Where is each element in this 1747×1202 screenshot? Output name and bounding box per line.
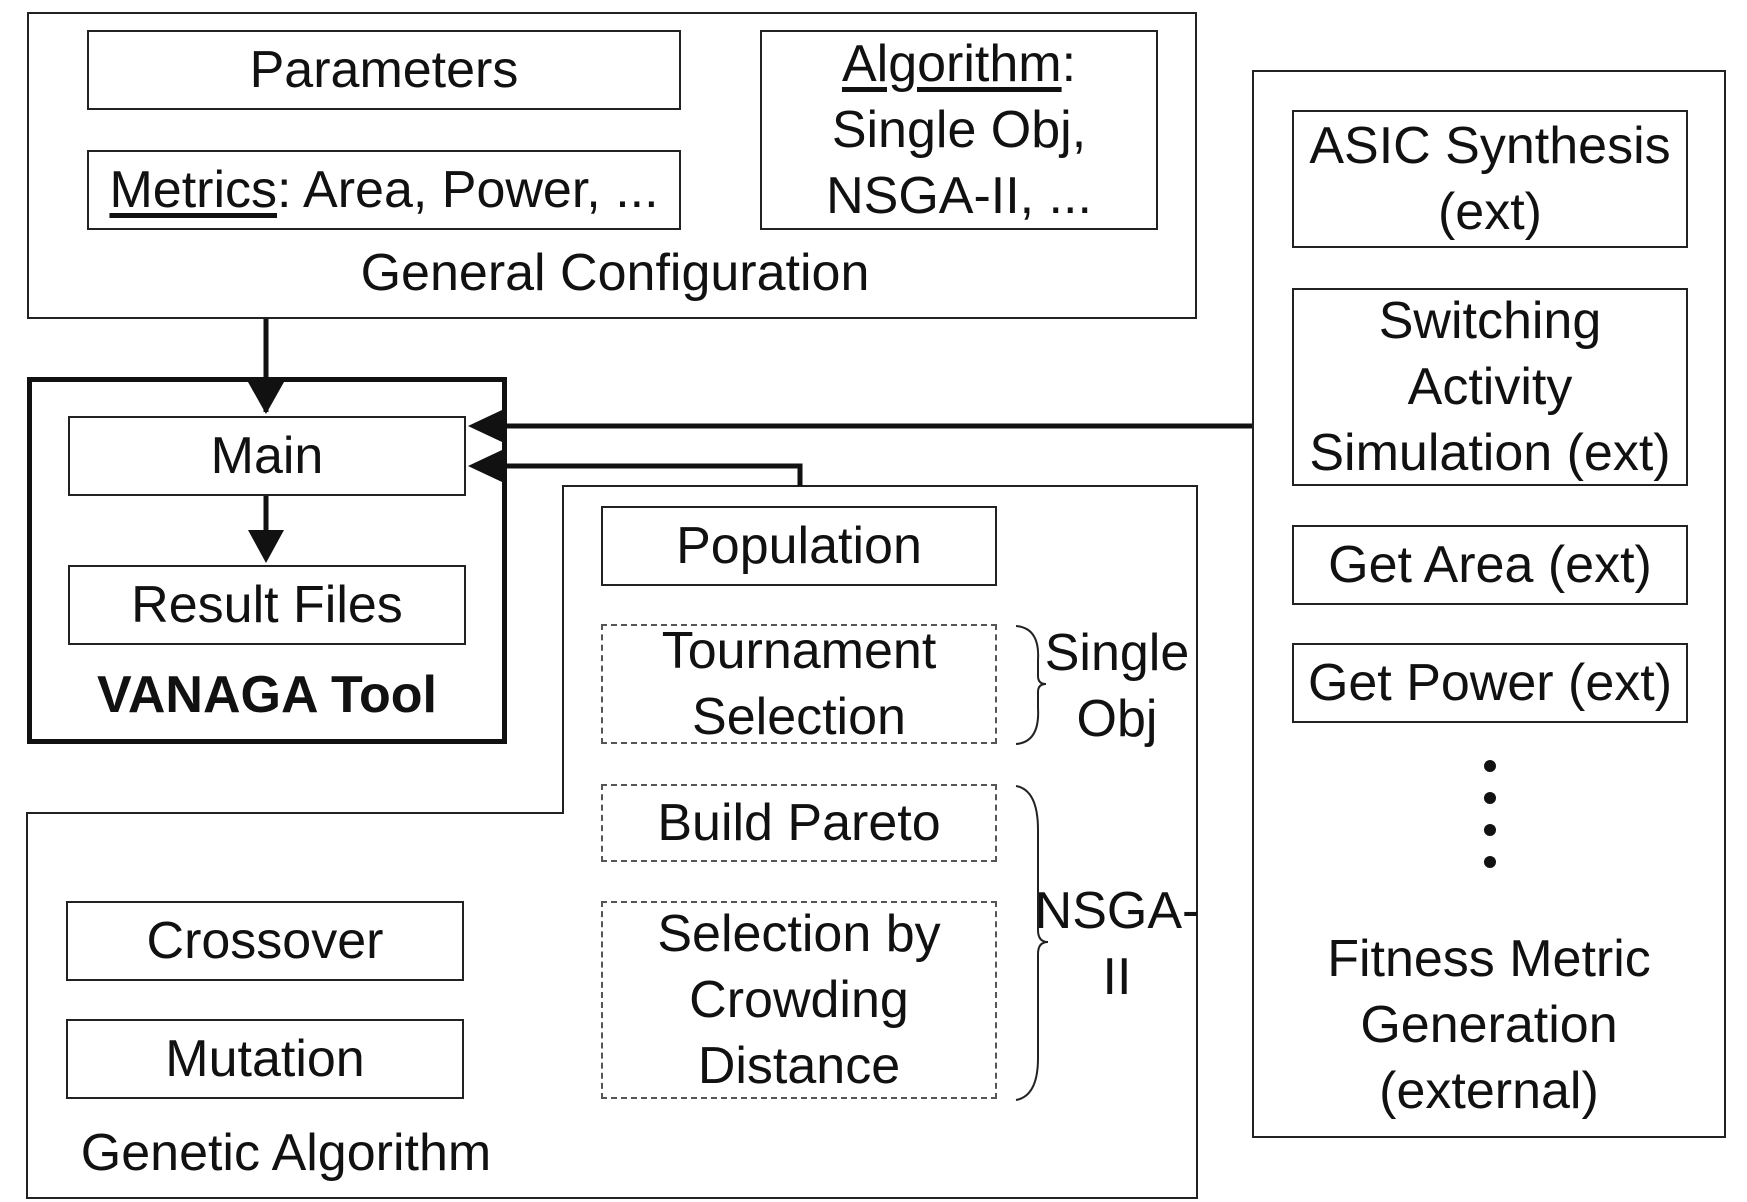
fitness-metric-title: Fitness Metric Generation (external) bbox=[1327, 930, 1651, 1120]
arrow-ga-to-main bbox=[498, 463, 803, 486]
main-box: Main bbox=[68, 416, 466, 496]
tournament-selection-box: Tournament Selection bbox=[601, 622, 997, 746]
metrics-label: Metrics: Area, Power, ... bbox=[109, 161, 659, 219]
crossover-label: Crossover bbox=[146, 912, 384, 970]
metrics-box: Metrics: Area, Power, ... bbox=[87, 150, 681, 230]
switching-activity-box: Switching Activity Simulation (ext) bbox=[1292, 288, 1688, 486]
algorithm-option-single-obj: Single Obj, bbox=[831, 101, 1087, 159]
single-obj-label: Single Obj bbox=[1044, 624, 1190, 748]
mutation-label: Mutation bbox=[165, 1030, 365, 1088]
get-area-label: Get Area (ext) bbox=[1328, 536, 1652, 594]
result-files-label: Result Files bbox=[131, 576, 403, 634]
nsga-label: NSGA- II bbox=[1034, 882, 1200, 1006]
tournament-selection-label: Tournament Selection bbox=[661, 622, 937, 746]
vanaga-tool-title: VANAGA Tool bbox=[97, 666, 437, 724]
result-files-box: Result Files bbox=[68, 565, 466, 645]
genetic-algorithm-title: Genetic Algorithm bbox=[80, 1124, 492, 1182]
main-label: Main bbox=[210, 427, 324, 485]
mutation-box: Mutation bbox=[66, 1019, 464, 1099]
crossover-box: Crossover bbox=[66, 901, 464, 981]
asic-synthesis-label: ASIC Synthesis (ext) bbox=[1309, 117, 1671, 241]
build-pareto-label: Build Pareto bbox=[657, 794, 941, 852]
parameters-label: Parameters bbox=[249, 41, 519, 99]
parameters-box: Parameters bbox=[87, 30, 681, 110]
algorithm-label: Algorithm: bbox=[841, 35, 1077, 93]
algorithm-box: Algorithm: Single Obj, NSGA-II, ... bbox=[760, 30, 1158, 230]
population-box: Population bbox=[601, 506, 997, 586]
get-area-box: Get Area (ext) bbox=[1292, 525, 1688, 605]
switching-activity-label: Switching Activity Simulation (ext) bbox=[1309, 292, 1671, 482]
general-configuration-title: General Configuration bbox=[360, 244, 870, 302]
get-power-box: Get Power (ext) bbox=[1292, 643, 1688, 723]
selection-crowding-label: Selection by Crowding Distance bbox=[657, 905, 941, 1095]
selection-crowding-box: Selection by Crowding Distance bbox=[601, 901, 997, 1099]
asic-synthesis-box: ASIC Synthesis (ext) bbox=[1292, 110, 1688, 248]
build-pareto-box: Build Pareto bbox=[601, 784, 997, 862]
algorithm-option-nsga: NSGA-II, ... bbox=[826, 167, 1092, 225]
population-label: Population bbox=[676, 517, 922, 575]
get-power-label: Get Power (ext) bbox=[1307, 654, 1673, 712]
